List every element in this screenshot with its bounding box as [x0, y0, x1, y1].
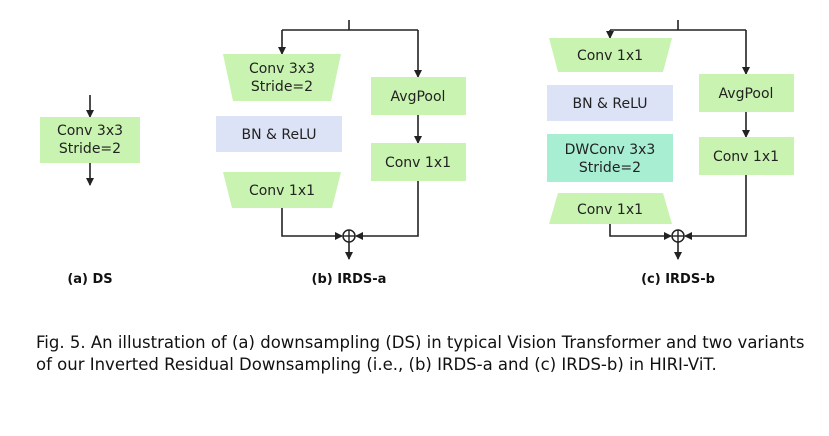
- figure-caption: Fig. 5. An illustration of (a) downsampl…: [36, 333, 805, 374]
- irdsb-dwconv3x3-block: [547, 134, 673, 182]
- irdsb-avgpool-block: [699, 74, 794, 112]
- irdsb-conv1x1-top-block: [549, 38, 672, 72]
- irdsa-conv3x3-label-line1: Conv 3x3: [249, 61, 315, 77]
- ds-conv-label-line1: Conv 3x3: [57, 123, 123, 139]
- irdsa-avgpool-block: [371, 77, 466, 115]
- irdsb-bn-relu-label: BN & ReLU: [573, 96, 648, 112]
- irdsa-avgpool-label: AvgPool: [391, 89, 446, 105]
- irdsa-shortcut-conv1x1-label: Conv 1x1: [385, 155, 451, 171]
- irdsb-shortcut-conv1x1-block: [699, 137, 794, 175]
- irdsb-shortcut-merge-line: [684, 175, 747, 240]
- irdsb-dwconv-label-line2: Stride=2: [579, 160, 641, 176]
- irdsb-dwconv-label-line1: DWConv 3x3: [565, 142, 656, 158]
- irdsb-input-split-line: [610, 20, 746, 31]
- ds-conv3x3-block: [40, 117, 140, 163]
- irdsa-input-split-line: [282, 20, 418, 31]
- irdsa-conv3x3-label-line2: Stride=2: [251, 79, 313, 95]
- panel-b-subtitle: (b) IRDS-a: [312, 272, 387, 287]
- irdsa-conv1x1-label: Conv 1x1: [249, 183, 315, 199]
- panel-c-irds-b: Conv 1x1 BN & ReLU DWConv 3x3 Stride=2 C…: [547, 20, 794, 287]
- architecture-diagram: Conv 3x3 Stride=2 (a) DS Conv 3x3 Stride…: [40, 20, 794, 287]
- irdsa-shortcut-merge-line: [355, 181, 419, 240]
- ds-conv-label-line2: Stride=2: [59, 141, 121, 157]
- irdsa-bn-relu-label: BN & ReLU: [242, 127, 317, 143]
- irdsb-add-operator: [671, 229, 685, 243]
- irdsa-shortcut-conv1x1-block: [371, 143, 466, 181]
- irdsb-conv1x1-bottom-block: [549, 193, 672, 224]
- irdsa-bn-relu-block: [216, 116, 342, 152]
- irdsa-add-operator: [342, 229, 356, 243]
- irdsb-main-merge-line: [609, 224, 672, 240]
- irdsb-bn-relu-block: [547, 85, 673, 121]
- irdsb-conv1x1-top-label: Conv 1x1: [577, 48, 643, 64]
- irdsb-avgpool-label: AvgPool: [719, 86, 774, 102]
- irdsb-conv1x1-bottom-label: Conv 1x1: [577, 202, 643, 218]
- panel-a-ds: Conv 3x3 Stride=2 (a) DS: [40, 95, 140, 287]
- panel-a-subtitle: (a) DS: [67, 272, 112, 287]
- irdsa-conv3x3-block: [223, 54, 341, 101]
- irdsa-main-merge-line: [281, 208, 343, 240]
- panel-b-irds-a: Conv 3x3 Stride=2 BN & ReLU Conv 1x1 Avg…: [216, 20, 466, 287]
- irdsa-conv1x1-block: [223, 172, 341, 208]
- irdsb-shortcut-conv1x1-label: Conv 1x1: [713, 149, 779, 165]
- panel-c-subtitle: (c) IRDS-b: [641, 272, 715, 287]
